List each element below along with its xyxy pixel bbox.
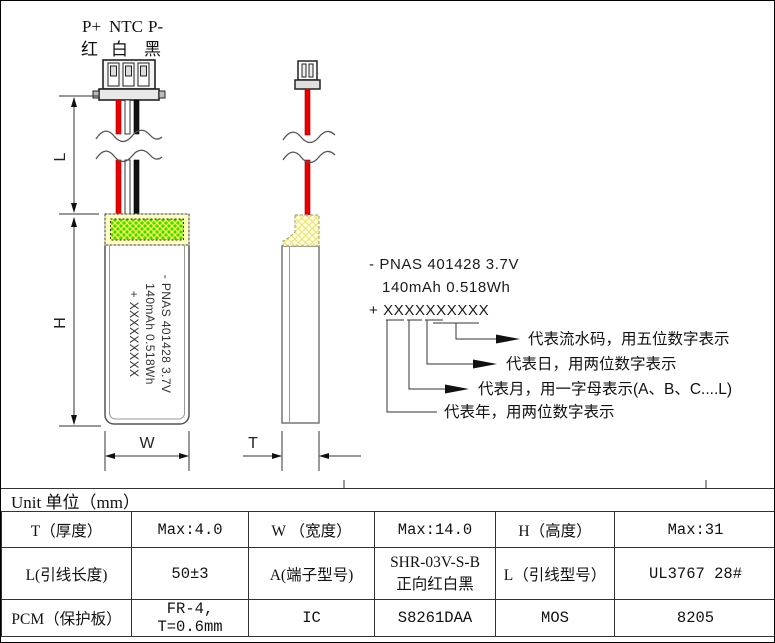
callout-serial-code: 代表流水码，用五位数字表示: [528, 330, 730, 348]
dim-label-H: H: [52, 317, 69, 329]
pin-label-pplus: P+: [82, 17, 101, 36]
legend-line-model: - PNAS 401428 3.7V: [369, 256, 519, 273]
spec-cell-height-value: Max:31: [614, 511, 774, 548]
dimension-L: L: [52, 95, 99, 215]
frame-divider-stubs: [343, 480, 707, 488]
print-line-model: - PNAS 401428 3.7V: [159, 275, 173, 394]
pcm-band: [104, 213, 190, 246]
spec-cell-thickness-label: T（厚度）: [1, 511, 132, 548]
wire-red: [115, 99, 122, 216]
callout-month: 代表月，用一字母表示(A、B、C....L): [478, 380, 732, 398]
spec-cell-ic-label: IC: [248, 599, 375, 637]
spec-cell-terminal-label: A(端子型号): [248, 547, 375, 600]
print-line-capacity: 140mAh 0.518Wh: [143, 283, 157, 385]
print-line-serial: + XXXXXXXXX: [127, 291, 141, 378]
side-battery-body: [281, 214, 320, 424]
spec-cell-pcm-label: PCM（保护板）: [1, 599, 132, 637]
spec-cell-thickness-value: Max:4.0: [131, 511, 249, 548]
dimension-H: H: [52, 217, 101, 427]
spec-cell-lead-type-label: L（引线型号）: [495, 547, 615, 600]
spec-cell-height-label: H（高度）: [495, 511, 615, 548]
unit-header-bar: Unit 单位（mm）: [1, 488, 774, 512]
spec-row-leads: L(引线长度) 50±3 A(端子型号) SHR-03V-S-B 正向红白黑 L…: [1, 547, 774, 600]
battery-drawing: P+ NTC P- 红 白 黑: [52, 17, 732, 488]
spec-cell-lead-length-value: 50±3: [131, 547, 249, 600]
battery-print-text: - PNAS 401428 3.7V 140mAh 0.518Wh + XXXX…: [127, 275, 173, 394]
spec-cell-terminal-value: SHR-03V-S-B 正向红白黑: [374, 547, 496, 600]
dimension-W: W: [104, 431, 190, 471]
side-tape: [282, 214, 320, 247]
dim-label-T: T: [248, 435, 258, 452]
spec-cell-mos-value: 8205: [614, 599, 774, 637]
side-wire-red: [282, 88, 336, 217]
callout-day: 代表日，用两位数字表示: [506, 355, 677, 373]
legend-line-serial: + XXXXXXXXXX: [369, 302, 489, 319]
spec-table: T（厚度） Max:4.0 W （宽度） Max:14.0 H（高度） Max:…: [1, 511, 774, 637]
pin-labels: P+ NTC P- 红 白 黑: [81, 17, 163, 59]
legend-line-capacity: 140mAh 0.518Wh: [382, 279, 510, 296]
spec-cell-ic-value: S8261DAA: [374, 599, 496, 637]
spec-cell-pcm-value: FR-4, T=0.6mm: [131, 599, 249, 637]
front-battery-body: - PNAS 401428 3.7V 140mAh 0.518Wh + XXXX…: [104, 213, 190, 425]
side-connector: [294, 60, 321, 90]
wire-white: [124, 99, 131, 216]
break-mark: [282, 130, 336, 164]
legend-callout-lines: [386, 319, 520, 413]
break-mark: [95, 129, 163, 163]
dim-label-L: L: [52, 152, 69, 161]
spec-row-pcm: PCM（保护板） FR-4, T=0.6mm IC S8261DAA MOS 8…: [1, 599, 774, 637]
dim-label-W: W: [139, 435, 155, 452]
unit-header-label: Unit 单位（mm）: [11, 492, 140, 512]
spec-cell-width-value: Max:14.0: [374, 511, 496, 548]
pin-label-ntc: NTC: [109, 17, 143, 36]
front-wires: [95, 99, 163, 216]
pin-label-pminus: P-: [148, 17, 163, 36]
label-legend: - PNAS 401428 3.7V 140mAh 0.518Wh + XXXX…: [369, 256, 732, 421]
wire-color-black-label: 黑: [144, 40, 161, 59]
spec-cell-lead-length-label: L(引线长度): [1, 547, 132, 600]
spec-cell-width-label: W （宽度）: [248, 511, 375, 548]
wire-black: [133, 99, 140, 216]
spec-cell-lead-type-value: UL3767 28#: [614, 547, 774, 600]
dimension-T: T: [243, 431, 361, 471]
wire-color-white-label: 白: [111, 40, 128, 59]
spec-cell-mos-label: MOS: [495, 599, 615, 637]
spec-row-dimensions: T（厚度） Max:4.0 W （宽度） Max:14.0 H（高度） Max:…: [1, 511, 774, 548]
callout-year: 代表年，用两位数字表示: [444, 403, 615, 421]
wire-color-red-label: 红: [81, 40, 98, 59]
front-connector: [92, 59, 166, 101]
